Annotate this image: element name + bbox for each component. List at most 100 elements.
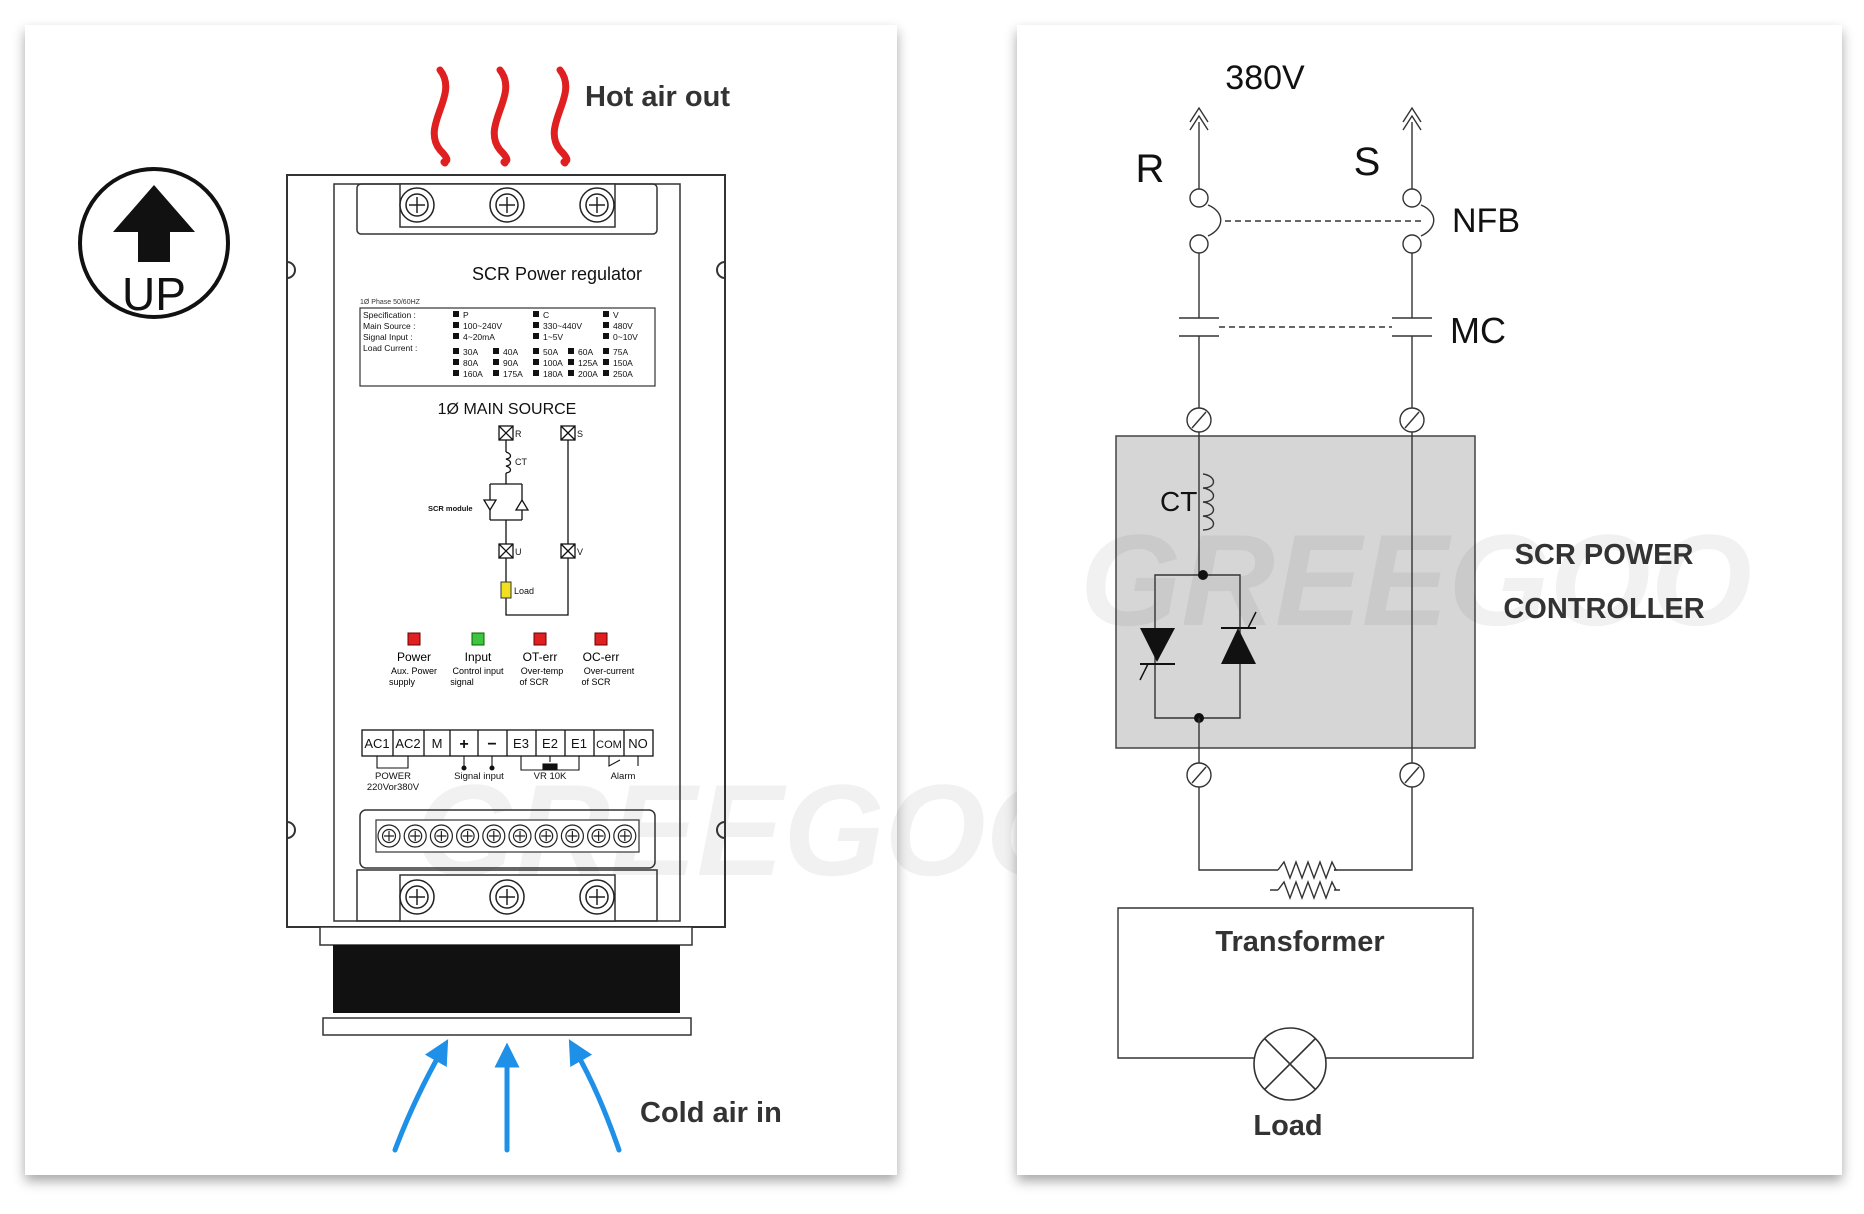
led-oc-err: OC-err Over-current of SCR xyxy=(581,632,635,687)
top-screws xyxy=(399,187,615,223)
device-title: SCR Power regulator xyxy=(472,264,642,284)
svg-text:Load Current :: Load Current : xyxy=(363,343,417,353)
cold-air-label: Cold air in xyxy=(640,1097,782,1129)
svg-text:OC-err: OC-err xyxy=(583,650,620,664)
svg-text:R: R xyxy=(515,429,522,439)
svg-text:SCR module: SCR module xyxy=(428,504,473,513)
controller-label-line2: CONTROLLER xyxy=(1503,593,1704,625)
svg-text:Main Source :: Main Source : xyxy=(363,321,415,331)
screw-icon xyxy=(541,831,552,841)
transformer-label: Transformer xyxy=(1215,926,1384,958)
bottom-screws xyxy=(399,879,615,915)
screw-icon xyxy=(410,831,421,841)
spec-labels: Specification : Main Source : Signal Inp… xyxy=(363,310,417,353)
svg-text:125A: 125A xyxy=(578,358,598,368)
svg-text:C: C xyxy=(543,310,549,320)
cooling-fan xyxy=(333,945,680,1013)
terminal-labels: AC1 AC2 M + − E3 E2 E1 COM NO xyxy=(364,736,647,753)
svg-text:E3: E3 xyxy=(513,736,529,751)
svg-text:S: S xyxy=(577,429,583,439)
nfb-label: NFB xyxy=(1452,202,1520,240)
load-label: Load xyxy=(1253,1110,1322,1142)
svg-text:P: P xyxy=(463,310,469,320)
svg-text:AC1: AC1 xyxy=(364,736,389,751)
fan-plate-top xyxy=(319,926,693,946)
up-arrow-icon: UP xyxy=(78,167,230,320)
terminal-strip xyxy=(361,729,654,757)
svg-text:4~20mA: 4~20mA xyxy=(463,332,495,342)
svg-text:30A: 30A xyxy=(463,347,478,357)
controller-label-line1: SCR POWER xyxy=(1515,539,1694,571)
output-wiring xyxy=(1117,718,1474,1059)
svg-text:Over-temp: Over-temp xyxy=(521,666,564,676)
mini-schematic-labels: R S CT SCR module U V Load xyxy=(428,429,583,596)
svg-text:Alarm: Alarm xyxy=(611,771,636,782)
svg-text:480V: 480V xyxy=(613,321,633,331)
scr-thyristors xyxy=(1139,570,1257,723)
led-indicators: Power Aux. Power supply Input Control in… xyxy=(389,632,635,687)
svg-text:−: − xyxy=(487,736,496,753)
up-label: UP xyxy=(122,268,186,320)
svg-text:Power: Power xyxy=(397,650,431,664)
scr-controller-box xyxy=(1115,435,1476,749)
svg-text:Control input: Control input xyxy=(452,666,504,676)
svg-text:Aux. Power: Aux. Power xyxy=(391,666,437,676)
svg-text:Over-current: Over-current xyxy=(584,666,635,676)
fan-plate-bottom xyxy=(322,1017,692,1036)
mini-schematic xyxy=(482,425,576,616)
svg-text:+: + xyxy=(459,736,468,753)
svg-text:180A: 180A xyxy=(543,369,563,379)
voltage-label: 380V xyxy=(1225,59,1305,97)
screw-icon xyxy=(619,831,630,841)
mc-label: MC xyxy=(1450,310,1506,351)
spec-values: P C V 100~240V 330~440V 480V 4~20mA 1~5V… xyxy=(453,310,638,379)
led-input: Input Control input signal xyxy=(450,632,504,687)
svg-text:175A: 175A xyxy=(503,369,523,379)
led-ot-err: OT-err Over-temp of SCR xyxy=(519,632,564,687)
signal-terminal-block xyxy=(359,809,656,869)
svg-text:supply: supply xyxy=(389,677,416,687)
svg-text:160A: 160A xyxy=(463,369,483,379)
svg-text:AC2: AC2 xyxy=(395,736,420,751)
load-lamp-icon xyxy=(1253,1027,1327,1101)
svg-text:signal: signal xyxy=(450,677,474,687)
svg-text:Load: Load xyxy=(514,586,534,596)
svg-text:M: M xyxy=(432,736,443,751)
main-source-title: 1Ø MAIN SOURCE xyxy=(438,401,577,418)
phase-r-label: R xyxy=(1136,147,1165,191)
screw-icon xyxy=(488,831,499,841)
hot-air-label: Hot air out xyxy=(585,81,730,113)
svg-text:OT-err: OT-err xyxy=(523,650,558,664)
load-fuse xyxy=(500,581,512,599)
svg-text:U: U xyxy=(515,547,522,557)
led-power: Power Aux. Power supply xyxy=(389,632,437,687)
svg-text:V: V xyxy=(613,310,619,320)
right-watermark: GREEGOO xyxy=(1080,507,1752,653)
svg-text:330~440V: 330~440V xyxy=(543,321,582,331)
screw-icon xyxy=(593,831,604,841)
svg-text:Specification :: Specification : xyxy=(363,310,416,320)
terminal-wiring xyxy=(376,756,639,771)
svg-text:150A: 150A xyxy=(613,358,633,368)
svg-text:1~5V: 1~5V xyxy=(543,332,563,342)
screw-icon xyxy=(515,831,525,841)
svg-text:V: V xyxy=(577,547,583,557)
signal-screws xyxy=(377,824,637,848)
ct-label: CT xyxy=(1160,486,1197,517)
main-wiring xyxy=(1154,106,1435,763)
svg-text:Signal Input :: Signal Input : xyxy=(363,332,413,342)
svg-text:CT: CT xyxy=(515,457,527,467)
screw-icon xyxy=(436,831,447,841)
svg-text:Signal input: Signal input xyxy=(454,771,504,782)
svg-text:40A: 40A xyxy=(503,347,518,357)
screw-icon xyxy=(567,831,578,841)
svg-text:75A: 75A xyxy=(613,347,628,357)
left-panel: GREEGOO Hot air out UP xyxy=(25,25,1087,1175)
terminal-notes: POWER 220Vor380V Signal input VR 10K Ala… xyxy=(367,771,636,793)
phase-s-label: S xyxy=(1354,140,1381,184)
svg-text:220Vor380V: 220Vor380V xyxy=(367,782,420,793)
svg-text:100A: 100A xyxy=(543,358,563,368)
svg-text:90A: 90A xyxy=(503,358,518,368)
svg-text:VR 10K: VR 10K xyxy=(534,771,567,782)
